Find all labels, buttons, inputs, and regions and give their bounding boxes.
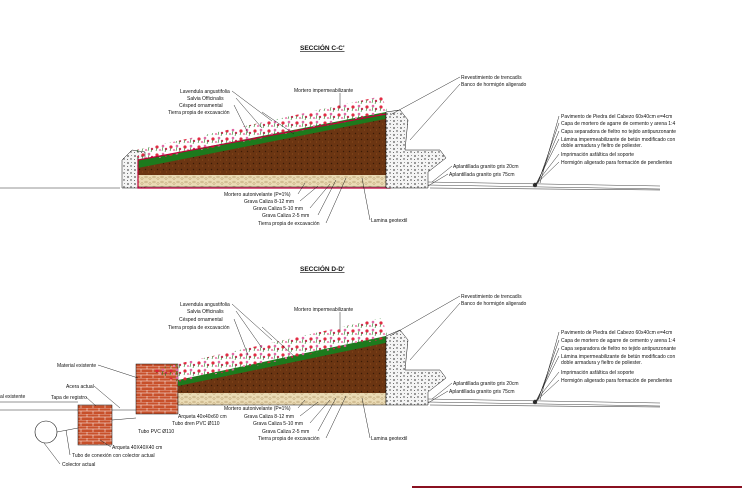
label-arqueta-small: Arqueta 40x40x60 cm: [178, 414, 227, 420]
label-tierra-d: Tierra propia de excavación: [168, 325, 230, 331]
label-tierra-bottom-d: Tierra propia de excavación: [258, 436, 320, 442]
left-labels: Lavendula angustifolia Salvia Officinali…: [168, 89, 295, 135]
left-leaders: [231, 90, 295, 135]
left-leaders-d: [231, 303, 295, 357]
pavement-labels-d: Pavimento de Piedra del Cabezo 60x40cm e…: [533, 330, 676, 404]
section-d-title: SECCIÓN D-D': [300, 264, 345, 273]
label-material-existente: Material existente: [57, 363, 96, 369]
label-granito-75-d: Aplantillada granito gris 75cm: [449, 389, 515, 395]
pvc-pipe: [111, 417, 137, 421]
left-labels-d: Lavendula angustifolia Salvia Officinali…: [168, 302, 295, 357]
label-grava-25-d: Grava Caliza 2-5 mm: [262, 429, 309, 435]
pavement-leaders-d: [533, 331, 560, 404]
arqueta-big: [77, 404, 113, 446]
right-labels-d: Revestimiento de trencadís Banco de horm…: [389, 294, 527, 361]
right-stone-bench: [385, 109, 447, 189]
label-pav-d-5: Imprimación asfáltica del soporte: [561, 370, 634, 376]
section-c-title: SECCIÓN C-C': [300, 43, 345, 52]
label-tierra-bottom: Tierra propia de excavación: [258, 221, 320, 227]
label-lamina-d: Lamina geotextil: [371, 436, 407, 442]
label-mortero-auto-d: Mortero autonivelante (P=1%): [224, 406, 291, 412]
right-stone-bench-d: [385, 329, 447, 406]
label-conexion: Tubo de conexión con colector actual: [72, 453, 155, 459]
label-mortero-imp-d: Mortero impermeabilizante: [294, 307, 353, 313]
label-pav-d-6: Hormigón aligerado para formación de pen…: [561, 378, 673, 384]
label-pav-3: Lámina impermeabilizante de betún modifi…: [561, 137, 675, 143]
granite-leaders-d: [427, 382, 453, 404]
right-labels: Revestimiento de trencadís Banco de horm…: [389, 75, 527, 141]
label-mortero-imp: Mortero impermeabilizante: [294, 88, 353, 94]
pavement-labels: Pavimento de Piedra del Cabezo 60x40cm e…: [533, 114, 676, 187]
plants-band-d: [150, 318, 388, 382]
pavement-layers: [427, 181, 661, 190]
label-pav-1: Capa de mortero de agarre de cemento y a…: [561, 121, 675, 127]
lamina-leader-d: [361, 397, 371, 439]
label-pav-2: Capa separadora de fieltro no tejido ant…: [561, 129, 676, 135]
section-c-group: SECCIÓN C-C' Lavendula angustifolia Salv…: [0, 43, 676, 227]
label-salvia-d: Salvia Officinalis: [187, 309, 224, 315]
plants-band: [136, 96, 388, 162]
label-al-existente: al existente: [0, 394, 26, 400]
label-pav-5: Imprimación asfáltica del soporte: [561, 152, 634, 158]
label-mortero-auto: Mortero autonivelante (P=1%): [224, 192, 291, 198]
right-leaders-d: [389, 295, 461, 361]
label-acera-actual: Acera actual: [66, 384, 94, 390]
connection-pipe: [56, 427, 79, 433]
left-side-labels: Material existente Acera actual Tapa de …: [0, 363, 139, 409]
lamina-leader: [361, 177, 371, 221]
label-lavendula-d: Lavendula angustifolia: [180, 302, 230, 308]
label-grava-510-d: Grava Caliza 5-10 mm: [253, 421, 303, 427]
label-granito-20-d: Aplantillada granito gris 20cm: [453, 381, 519, 387]
label-pav-6: Hormigón aligerado para formación de pen…: [561, 160, 673, 166]
label-grava-510: Grava Caliza 5-10 mm: [253, 206, 303, 212]
granite-labels-d: Aplantillada granito gris 20cm Aplantill…: [427, 381, 519, 404]
label-banco: Banco de hormigón aligerado: [461, 82, 527, 88]
ground-line: [0, 187, 661, 191]
label-pav-4: doble armadura y fieltro de poliester.: [561, 143, 642, 149]
label-salvia: Salvia Officinalis: [187, 96, 224, 102]
label-tierra: Tierra propia de excavación: [168, 110, 230, 116]
label-tubo-pvc: Tubo PVC Ø110: [138, 429, 174, 435]
grass-slope: [138, 112, 390, 168]
label-colector: Colector actual: [62, 462, 95, 468]
label-cesped-d: Césped ornamental: [179, 317, 223, 323]
label-lavendula: Lavendula angustifolia: [180, 89, 230, 95]
granite-leaders: [427, 165, 453, 187]
label-granito-75: Aplantillada granito gris 75cm: [449, 172, 515, 178]
label-pav-d-1: Capa de mortero de agarre de cemento y a…: [561, 338, 675, 344]
label-pav-d-2: Capa separadora de fieltro no tejido ant…: [561, 346, 676, 352]
bottom-leaders: [297, 177, 347, 224]
label-pav-d-0: Pavimento de Piedra del Cabezo 60x40cm e…: [561, 330, 672, 336]
section-d-group: SECCIÓN D-D' Lavendula angustifolia Salv…: [0, 264, 676, 468]
label-trencadis: Revestimiento de trencadís: [461, 75, 522, 81]
label-grava-25: Grava Caliza 2-5 mm: [262, 213, 309, 219]
bottom-left-leaders: [43, 429, 112, 465]
soil-wedge: [138, 118, 386, 175]
bottom-leaders-d: [297, 395, 347, 439]
granite-labels: Aplantillada granito gris 20cm Aplantill…: [427, 164, 519, 187]
bottom-labels-d: Mortero autonivelante (P=1%) Arqueta 40x…: [138, 395, 347, 442]
left-side-leaders: [85, 364, 139, 409]
label-arqueta-big: Arqueta 40X40X40 cm: [112, 445, 162, 451]
label-grava-812-d: Grava Caliza 8-12 mm: [244, 414, 294, 420]
pavement-layers-d: [427, 398, 661, 407]
label-lamina: Lamina geotextil: [371, 218, 407, 224]
label-tubo-dren: Tubo dren PVC Ø110: [172, 421, 220, 427]
label-granito-20: Aplantillada granito gris 20cm: [453, 164, 519, 170]
label-pav-d-3: Lámina impermeabilizante de betún modifi…: [561, 354, 675, 360]
label-grava-812: Grava Caliza 8-12 mm: [244, 199, 294, 205]
bottom-labels: Mortero autonivelante (P=1%) Grava Caliz…: [224, 177, 347, 227]
label-banco-d: Banco de hormigón aligerado: [461, 301, 527, 307]
label-pav-0: Pavimento de Piedra del Cabezo 60x40cm e…: [561, 114, 672, 120]
ground-line-d: [0, 401, 661, 408]
label-pav-d-4: doble armadura y fieltro de poliester.: [561, 360, 642, 366]
pavement-leaders: [533, 115, 560, 187]
label-trencadis-d: Revestimiento de trencadís: [461, 294, 522, 300]
label-tapa-registro: Tapa de registro: [51, 395, 87, 401]
right-leaders: [389, 76, 461, 141]
label-cesped: Césped ornamental: [179, 103, 223, 109]
collector-pipe: [34, 420, 58, 444]
